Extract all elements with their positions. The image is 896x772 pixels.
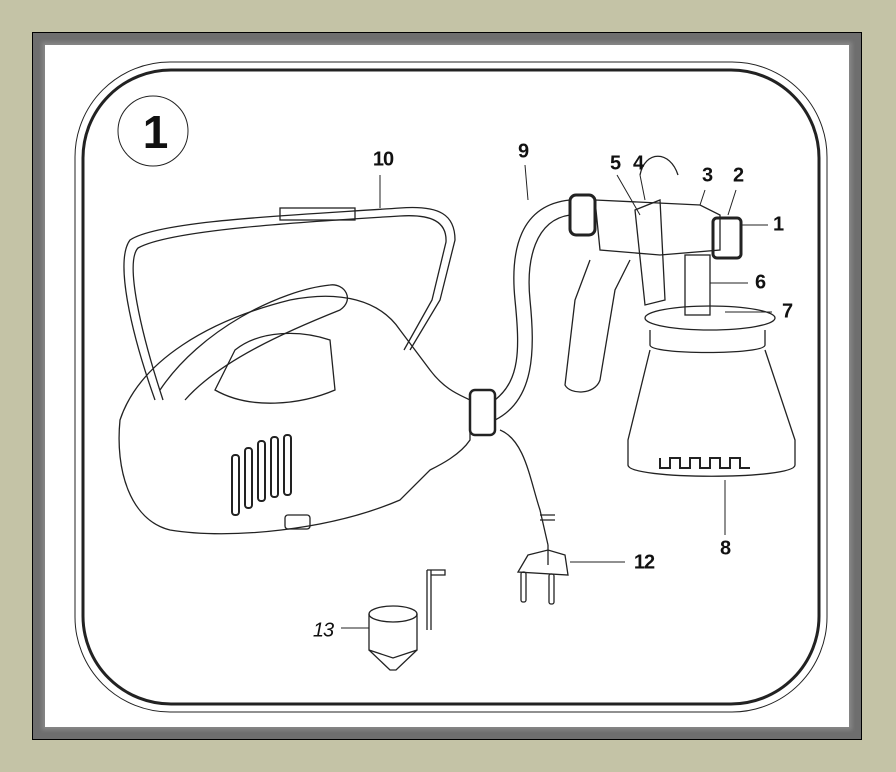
label-6: 6: [754, 271, 766, 294]
carry-strap: [123, 206, 456, 401]
turbine-unit: [118, 284, 497, 535]
outer-rounded-border: [74, 61, 828, 713]
power-plug: [516, 514, 569, 605]
label-1: 1: [772, 213, 784, 236]
label-2: 2: [732, 164, 744, 187]
label-10: 10: [372, 148, 394, 171]
label-12: 12: [633, 551, 655, 574]
spray-gun: [564, 155, 743, 393]
label-3: 3: [701, 164, 713, 187]
label-4: 4: [632, 152, 644, 175]
leader-lines: [341, 164, 772, 629]
figure-number: 1: [142, 106, 169, 158]
paint-container: [627, 305, 796, 477]
label-7: 7: [781, 300, 793, 323]
figure-number-circle: [117, 95, 189, 167]
air-hose: [494, 199, 571, 546]
inner-rounded-border: [81, 68, 821, 706]
picture-frame: [32, 32, 862, 740]
label-5: 5: [609, 152, 621, 175]
diagram-canvas: [45, 45, 849, 727]
label-9: 9: [517, 140, 529, 163]
viscosity-cup: [368, 569, 446, 671]
label-13: 13: [312, 619, 334, 642]
label-8: 8: [719, 537, 731, 560]
